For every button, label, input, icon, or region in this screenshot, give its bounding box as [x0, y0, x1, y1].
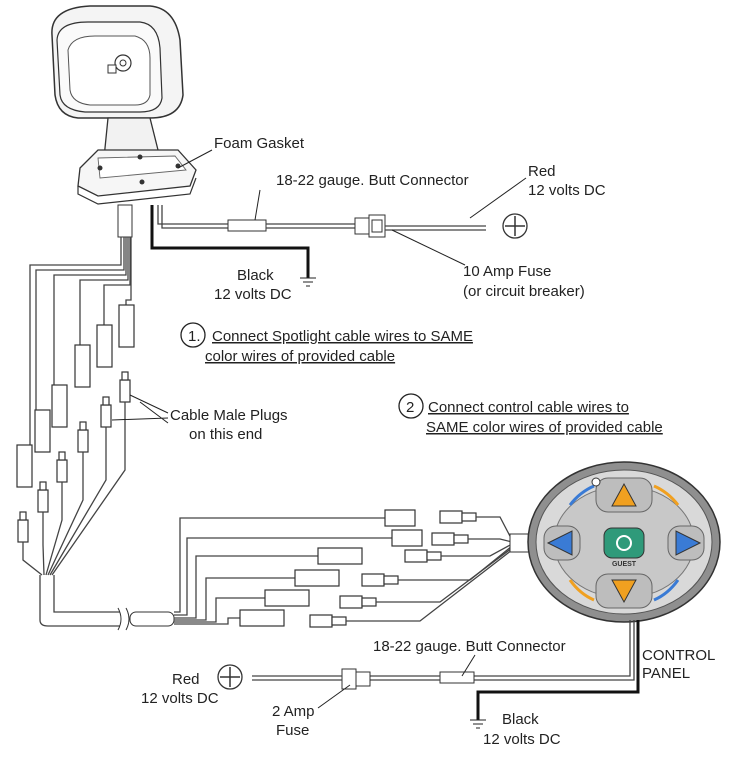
control-panel-label-2: PANEL — [642, 665, 690, 682]
step1-number: 1. — [188, 328, 201, 345]
fuse2-label: 2 Amp — [272, 703, 315, 720]
control-panel-label: CONTROL — [642, 647, 715, 664]
control-panel: GUEST — [527, 461, 721, 623]
butt-connector-bottom-label: 18-22 gauge. Butt Connector — [373, 638, 566, 655]
panel-power-leads — [217, 620, 640, 729]
spotlight-power-leads — [150, 205, 528, 287]
black-bottom-label: Black — [502, 711, 539, 728]
red-top-voltage: 12 volts DC — [528, 182, 606, 199]
step2-line1: Connect control cable wires to — [428, 399, 629, 416]
step1-line1: Connect Spotlight cable wires to SAME — [212, 328, 473, 345]
spotlight — [51, 5, 197, 205]
leader-lines — [111, 149, 527, 709]
fuse10-note: (or circuit breaker) — [463, 283, 585, 300]
step1-line2: color wires of provided cable — [205, 348, 395, 365]
spotlight-cable-harness — [16, 204, 135, 488]
red-bottom-voltage: 12 volts DC — [141, 690, 219, 707]
male-plugs-note: on this end — [189, 426, 262, 443]
control-cable-fanout — [174, 509, 533, 628]
black-top-voltage: 12 volts DC — [214, 286, 292, 303]
red-bottom-label: Red — [172, 671, 200, 688]
foam-gasket-label: Foam Gasket — [214, 135, 305, 152]
provided-cable-male-plugs — [17, 371, 175, 631]
black-top-label: Black — [237, 267, 274, 284]
fuse10-label: 10 Amp Fuse — [463, 263, 551, 280]
fuse2-note: Fuse — [276, 722, 309, 739]
step2-number: 2 — [406, 399, 414, 416]
panel-brand: GUEST — [612, 561, 637, 568]
step2-circle — [398, 393, 424, 419]
red-top-label: Red — [528, 163, 556, 180]
male-plugs-label: Cable Male Plugs — [170, 407, 288, 424]
step1-circle — [180, 322, 206, 348]
butt-connector-top-label: 18-22 gauge. Butt Connector — [276, 172, 469, 189]
black-bottom-voltage: 12 volts DC — [483, 731, 561, 748]
step2-line2: SAME color wires of provided cable — [426, 419, 663, 436]
